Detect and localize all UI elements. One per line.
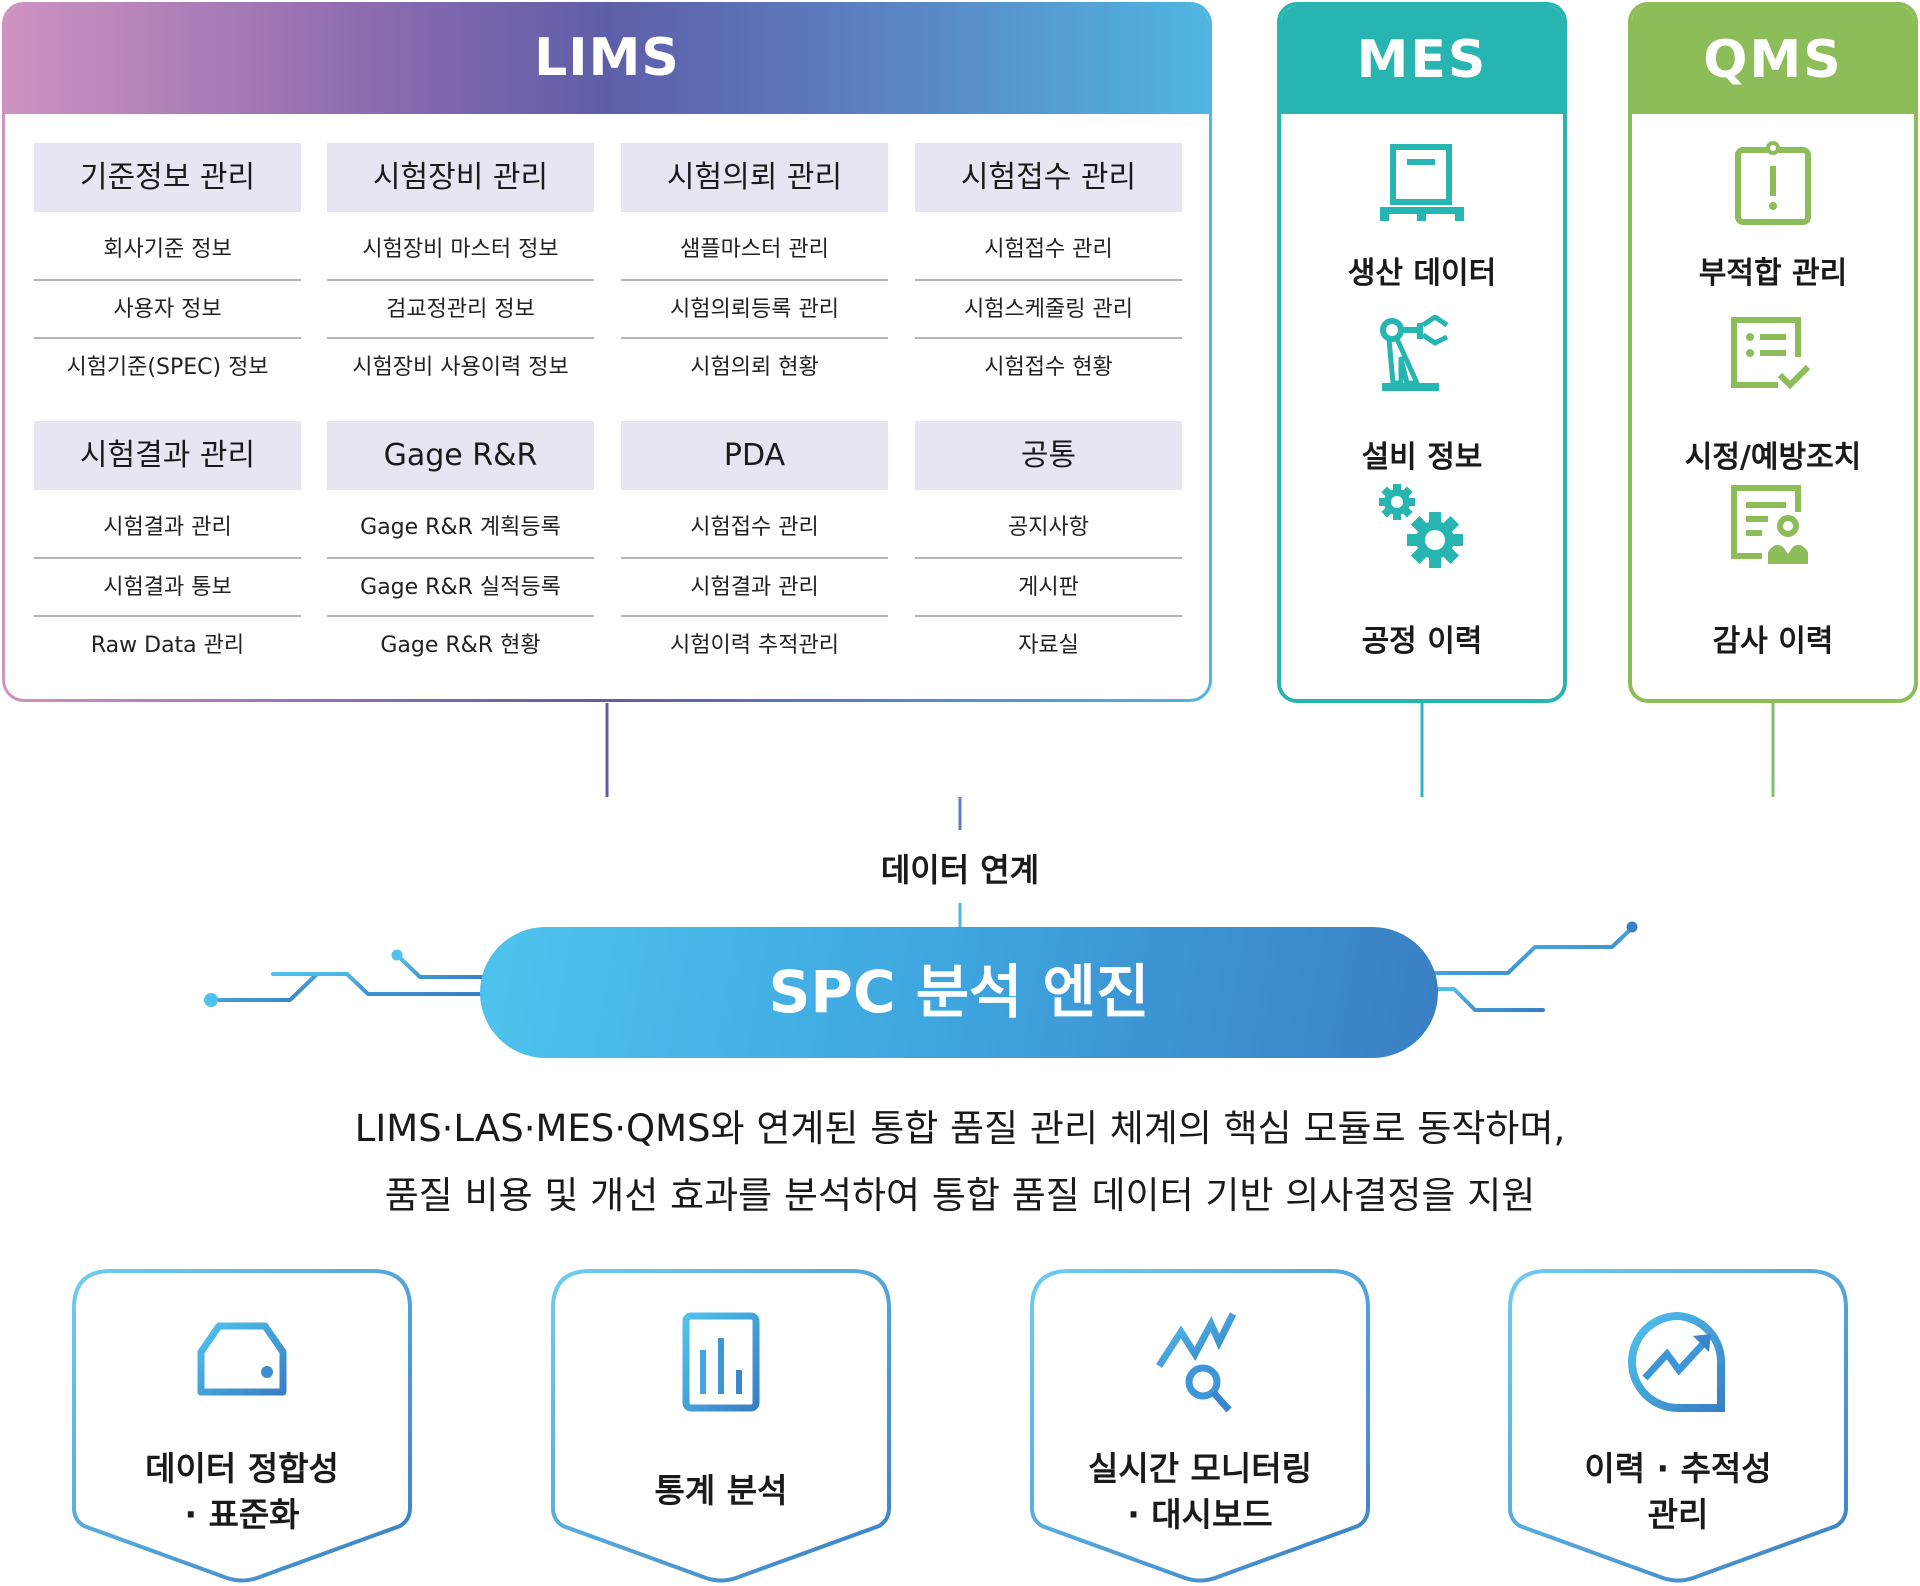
module-item: Gage R&R 계획등록 <box>360 515 561 540</box>
data-link-label: 데이터 연계 <box>880 851 1040 889</box>
module-item: 게시판 <box>915 557 1182 617</box>
module-item: 시험접수 관리 <box>984 237 1113 262</box>
module-item: Gage R&R 실적등록 <box>327 557 594 617</box>
module-item: Gage R&R 현황 <box>327 615 594 675</box>
circuit-node <box>204 993 218 1007</box>
module-item: 검교정관리 정보 <box>327 279 594 339</box>
mes-item-label: 설비 정보 <box>1361 440 1483 475</box>
circuit-left <box>209 953 484 1002</box>
module-group-header: 공통 <box>915 421 1182 490</box>
module-group-header: 시험장비 관리 <box>327 143 594 212</box>
module-item: 시험접수 현황 <box>915 337 1182 397</box>
module-group-header: Gage R&R <box>327 421 594 490</box>
circuit-node <box>1626 921 1638 933</box>
module-item: 시험장비 마스터 정보 <box>362 237 559 262</box>
pallet-box-icon <box>1380 144 1464 221</box>
module-group-header: 시험접수 관리 <box>915 143 1182 212</box>
lims-body: LIMS <box>5 5 1209 699</box>
card-frame <box>1508 1269 1848 1583</box>
feature-label-line: · 표준화 <box>184 1495 300 1534</box>
mes-panel: MES <box>1277 2 1567 703</box>
lims-panel: LIMS <box>2 2 1212 702</box>
module-item: 회사기준 정보 <box>103 237 232 262</box>
clipboard-alert-icon <box>1735 141 1811 225</box>
storage-drive-icon <box>197 1322 287 1396</box>
module-item: 시험스케줄링 관리 <box>915 279 1182 339</box>
module-item: 시험의뢰등록 관리 <box>621 279 888 339</box>
mes-item-label: 생산 데이터 <box>1347 256 1497 291</box>
robot-arm-icon <box>1380 315 1449 391</box>
trend-gauge-icon <box>1628 1311 1726 1412</box>
feature-label: 실시간 모니터링 · 대시보드 <box>1029 1446 1371 1538</box>
feature-card: 실시간 모니터링 · 대시보드 <box>1029 1268 1371 1584</box>
qms-item-label: 시정/예방조치 <box>1684 440 1862 475</box>
module-item: 시험접수 관리 <box>690 515 819 540</box>
description-line-2: 품질 비용 및 개선 효과를 분석하여 통합 품질 데이터 기반 의사결정을 지… <box>384 1174 1536 1217</box>
module-item: 시험이력 추적관리 <box>621 615 888 675</box>
feature-card: 통계 분석 <box>550 1268 892 1584</box>
document-user-icon <box>1731 485 1808 564</box>
module-group-header: 기준정보 관리 <box>34 143 301 212</box>
mes-title: MES <box>1281 6 1563 114</box>
module-item: 시험의뢰 현황 <box>621 337 888 397</box>
module-group-header: 시험의뢰 관리 <box>621 143 888 212</box>
circuit-node <box>391 949 403 961</box>
module-item: 시험기준(SPEC) 정보 <box>34 337 301 397</box>
bar-chart-icon <box>682 1312 760 1412</box>
description-line-1: LIMS·LAS·MES·QMS와 연계된 통합 품질 관리 체계의 핵심 모듈… <box>354 1107 1566 1150</box>
module-item: 사용자 정보 <box>34 279 301 339</box>
feature-label-line: 이력 · 추적성 <box>1584 1449 1772 1488</box>
spc-engine-pill: SPC 분석 엔진 <box>480 927 1438 1058</box>
feature-label: 데이터 정합성 · 표준화 <box>71 1446 413 1538</box>
mes-item-label: 공정 이력 <box>1361 624 1483 659</box>
card-frame <box>551 1269 891 1583</box>
circuit-right <box>1434 926 1634 1012</box>
qms-item-label: 부적합 관리 <box>1698 256 1848 291</box>
qms-item-label: 감사 이력 <box>1712 624 1834 659</box>
module-group-header: PDA <box>621 421 888 490</box>
trend-search-icon <box>1156 1312 1237 1413</box>
feature-label-line: 통계 분석 <box>654 1471 788 1510</box>
feature-label-line: 데이터 정합성 <box>145 1449 339 1488</box>
module-item: 시험결과 통보 <box>34 557 301 617</box>
feature-card: 데이터 정합성 · 표준화 <box>71 1268 413 1584</box>
module-item: Raw Data 관리 <box>34 615 301 675</box>
card-frame <box>1030 1269 1370 1583</box>
gears-icon <box>1379 484 1463 568</box>
feature-label: 통계 분석 <box>550 1468 892 1514</box>
checklist-icon <box>1731 317 1811 390</box>
module-item: 공지사항 <box>1008 515 1089 540</box>
lims-title: LIMS <box>5 5 1209 114</box>
qms-title: QMS <box>1632 6 1914 114</box>
module-group-header: 시험결과 관리 <box>34 421 301 490</box>
module-item: 샘플마스터 관리 <box>680 237 829 262</box>
card-frame <box>72 1269 412 1583</box>
feature-label-line: 실시간 모니터링 <box>1087 1449 1312 1488</box>
module-item: 시험결과 관리 <box>621 557 888 617</box>
module-item: 시험장비 사용이력 정보 <box>327 337 594 397</box>
feature-label-line: 관리 <box>1647 1495 1709 1534</box>
module-item: 자료실 <box>915 615 1182 675</box>
feature-label-line: · 대시보드 <box>1127 1495 1273 1534</box>
module-item: 시험결과 관리 <box>103 515 232 540</box>
